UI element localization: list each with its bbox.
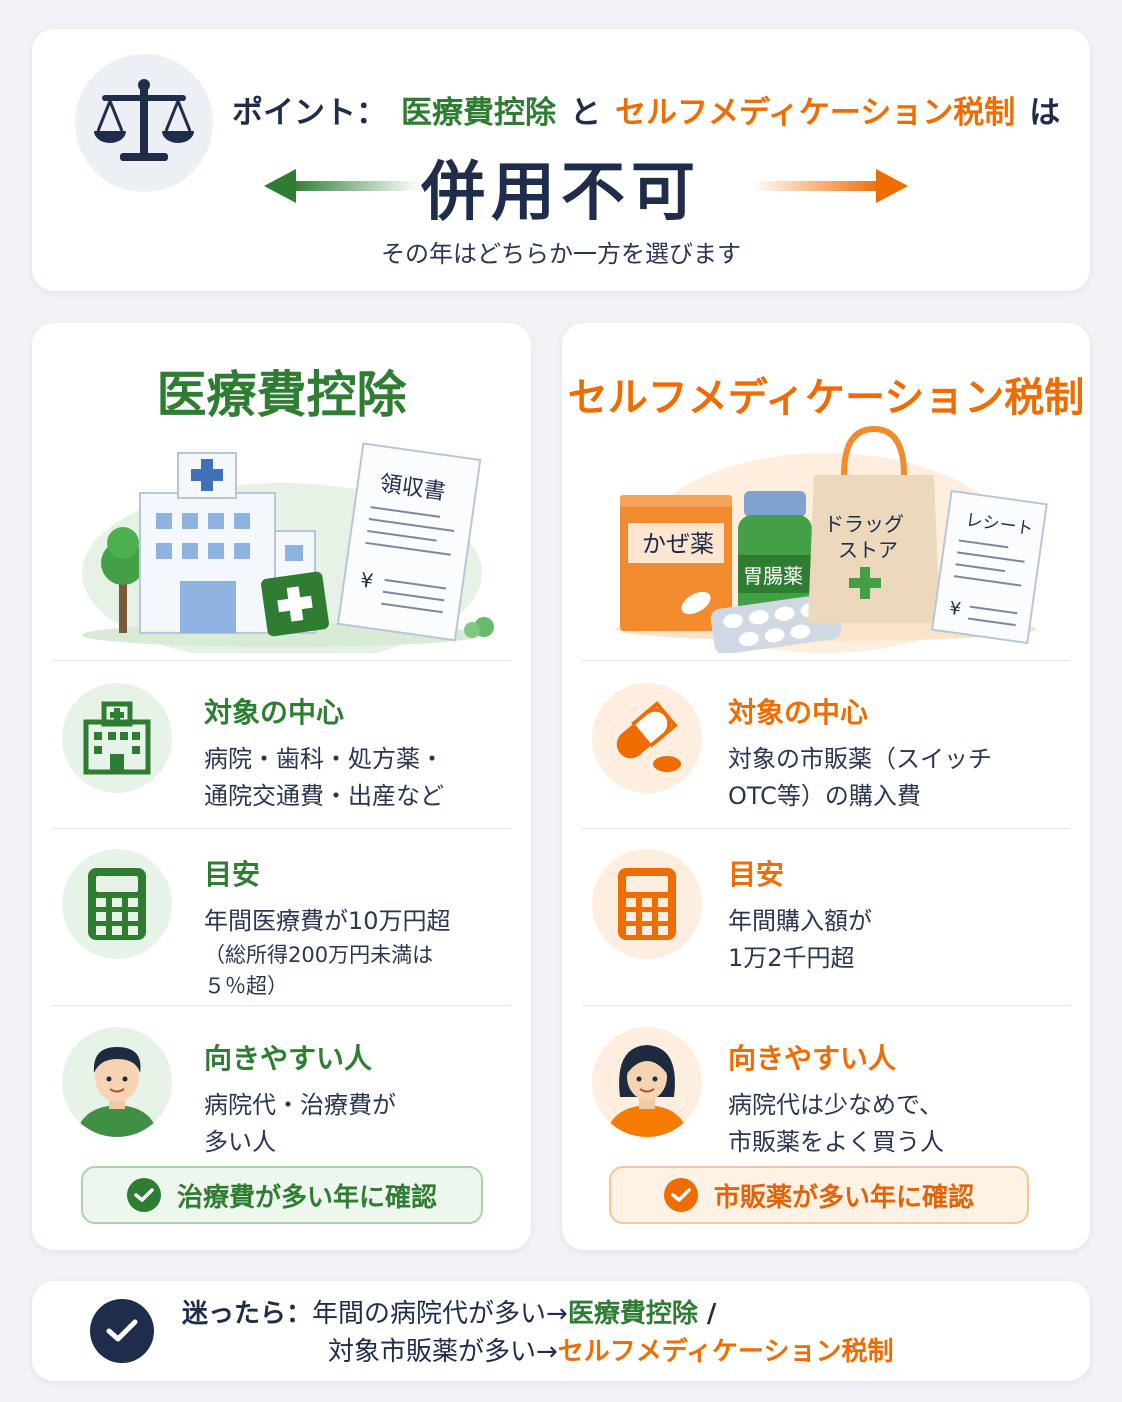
point-label: ポイント： [232,95,387,131]
decision-tip-card: 迷ったら：年間の病院代が多い→医療費控除 / 対象市販薬が多い→セルフメディケー… [32,1281,1090,1381]
row-small-line: （総所得200万円未満は [204,943,434,967]
check-otc-pill: 市販薬が多い年に確認 [609,1166,1029,1224]
row-heading: 目安 [728,858,785,891]
tip-slash: / [697,1299,717,1329]
check-medical-pill: 治療費が多い年に確認 [81,1166,483,1224]
divider [582,1005,1070,1006]
row-body-line: 病院・歯科・処方薬・ [204,745,444,773]
row-body-line: 市販薬をよく買う人 [728,1128,944,1156]
row-small-line: ５％超） [204,974,288,998]
pill-capsule-icon [592,683,702,793]
check-icon [90,1299,154,1363]
tip-line2-text: 対象市販薬が多い→ [328,1337,558,1367]
row-heading: 対象の中心 [728,696,869,729]
divider [582,828,1070,829]
row-heading: 向きやすい人 [204,1042,373,1075]
row-body-line: 年間医療費が10万円超 [204,907,451,935]
row-body-line: 病院代は少なめで、 [728,1091,944,1119]
conj-to: と [570,95,601,131]
decision-tip-text: 迷ったら：年間の病院代が多い→医療費控除 / 対象市販薬が多い→セルフメディケー… [182,1295,893,1371]
summary-card: ポイント： 医療費控除 と セルフメディケーション税制 は 併用不可 その年はど… [32,29,1090,291]
self-medication-title: セルフメディケーション税制 [567,375,1085,421]
arrow-left-icon [264,169,420,203]
bag-label: ドラッグ [824,512,904,536]
sub-note: その年はどちらか一方を選びます [381,240,741,268]
row-body-line: 病院代・治療費が [204,1091,396,1119]
hospital-icon [62,683,172,793]
calculator-icon [592,849,702,959]
bag-label: ストア [838,538,898,562]
row-body-line: 通院交通費・出産など [204,782,444,810]
row-heading: 向きやすい人 [728,1042,897,1075]
woman-avatar-icon [592,1027,702,1137]
tip-lead: 迷ったら： [182,1299,313,1329]
check-icon [663,1178,698,1212]
check-icon [126,1178,161,1212]
divider [52,1005,511,1006]
arrow-right-icon [752,169,908,203]
bottle-label: 胃腸薬 [743,564,803,588]
divider [582,660,1070,661]
tip-line2-term: セルフメディケーション税制 [557,1337,894,1367]
row-body-line: 多い人 [204,1128,276,1156]
man-avatar-icon [62,1027,172,1137]
calculator-icon [62,849,172,959]
pill-label: 治療費が多い年に確認 [176,1182,437,1213]
svg-text:¥: ¥ [359,568,375,594]
tip-line1-text: 年間の病院代が多い→ [312,1299,568,1329]
row-body-line: 対象の市販薬（スイッチ [728,745,992,773]
self-medication-card: セルフメディケーション税制 かぜ薬 胃腸薬 ドラッグ ストア [562,323,1090,1250]
hospital-illustration: ¥ 領収書 [82,442,494,653]
big-title: 併用不可 [421,156,701,230]
row-body-line: OTC等）の購入費 [728,782,921,810]
row-heading: 対象の中心 [204,696,345,729]
row-heading: 目安 [204,858,261,891]
medical-deduction-title: 医療費控除 [156,366,407,424]
term-medical: 医療費控除 [401,95,556,131]
row-body-line: 1万2千円超 [728,944,855,972]
tip-line1-term: 医療費控除 [567,1299,698,1329]
divider [52,660,511,661]
svg-text:¥: ¥ [948,598,962,620]
row-body-line: 年間購入額が [728,907,872,935]
conj-wa: は [1029,95,1061,131]
headline: ポイント： 医療費控除 と セルフメディケーション税制 は [232,87,1072,132]
drugstore-illustration: かぜ薬 胃腸薬 ドラッグ ストア ¥ [616,425,1048,653]
medical-deduction-card: 医療費控除 [32,323,531,1250]
pill-label: 市販薬が多い年に確認 [713,1182,974,1213]
term-self-medication: セルフメディケーション税制 [615,95,1016,131]
divider [52,828,511,829]
box-label: かぜ薬 [642,530,714,558]
scale-icon [75,54,213,192]
